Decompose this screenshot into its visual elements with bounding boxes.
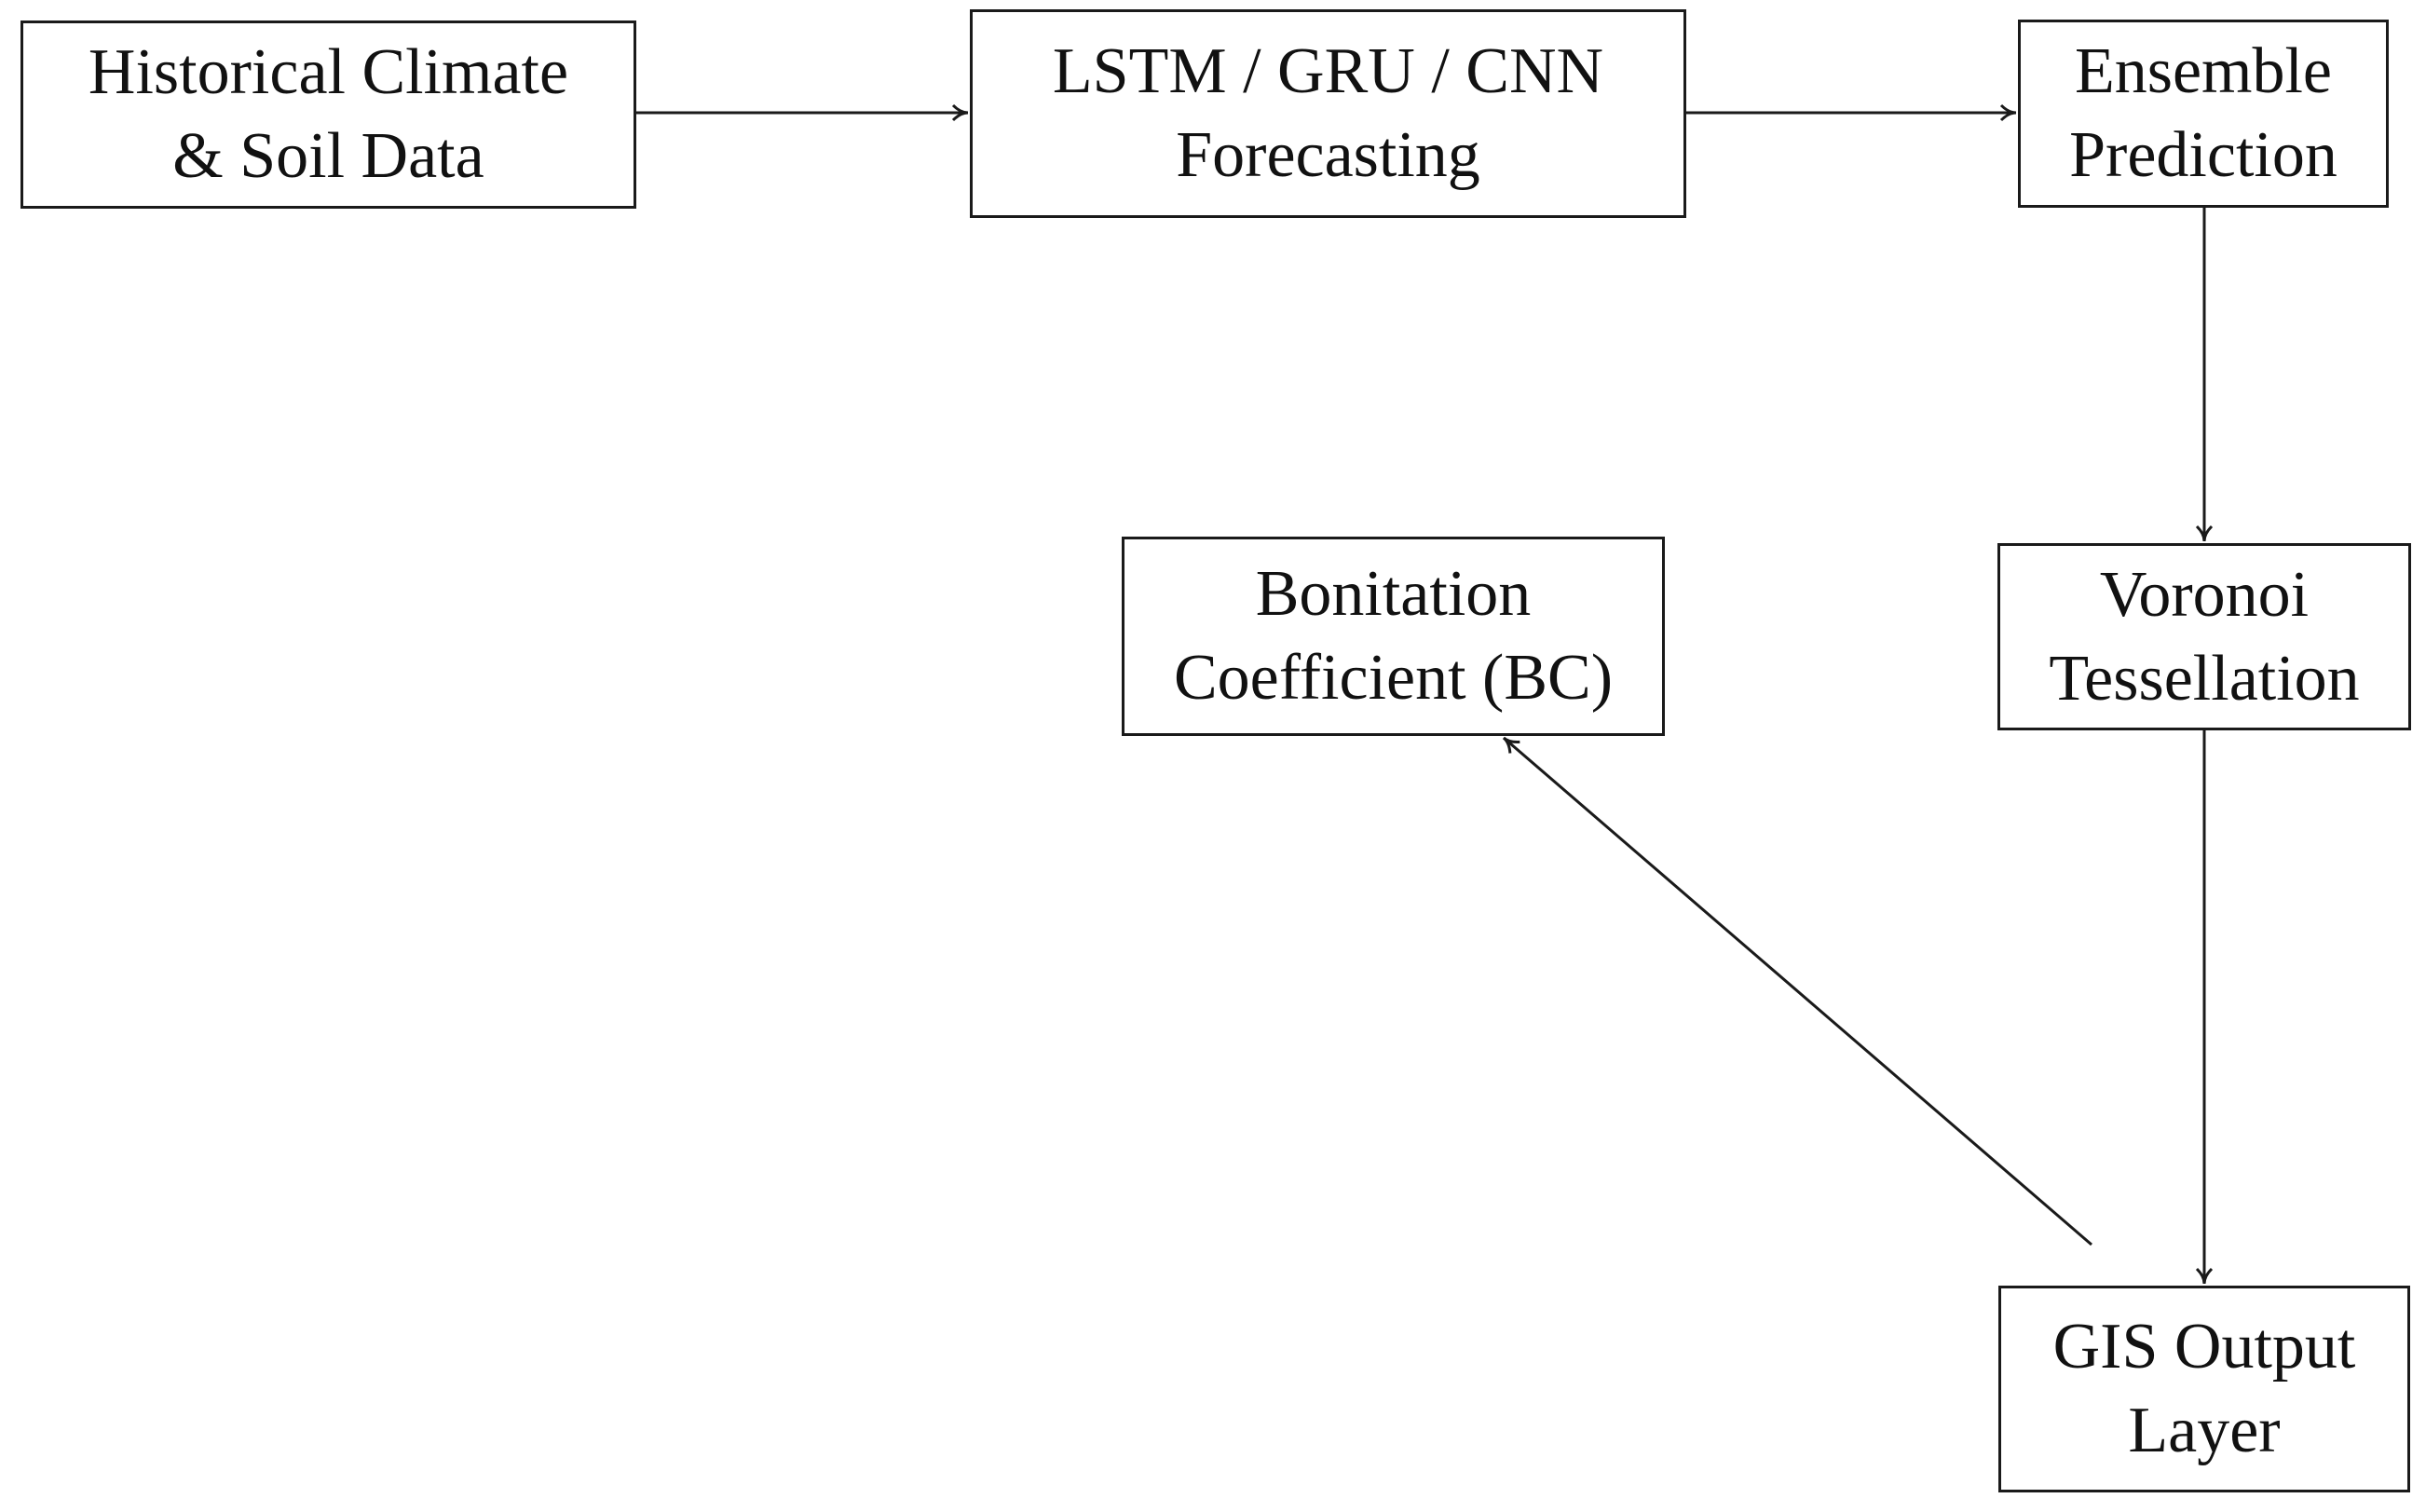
node-ensemble-line2: Prediction	[2069, 119, 2337, 191]
node-ensemble-prediction: Ensemble Prediction	[2018, 20, 2389, 208]
node-gis-output-layer: GIS Output Layer	[1998, 1286, 2410, 1492]
node-voronoi-line1: Voronoi	[2099, 558, 2310, 631]
node-bonitation-line1: Bonitation	[1255, 558, 1532, 630]
arrow-gis-to-bonitation	[1502, 736, 2092, 1246]
node-ensemble-line1: Ensemble	[2074, 35, 2333, 107]
node-forecasting-line2: Forecasting	[1176, 119, 1480, 191]
node-forecasting-line1: LSTM / GRU / CNN	[1052, 35, 1604, 107]
node-bonitation-coefficient: Bonitation Coefficient (BC)	[1122, 537, 1665, 736]
node-gis-line2: Layer	[2128, 1395, 2281, 1466]
node-bonitation-line2: Coefficient (BC)	[1173, 642, 1614, 714]
node-historical-line1: Historical Climate	[88, 36, 569, 108]
node-historical-climate-soil-data: Historical Climate & Soil Data	[20, 20, 636, 209]
node-gis-line1: GIS Output	[2052, 1311, 2356, 1383]
node-voronoi-tessellation: Voronoi Tessellation	[1997, 543, 2411, 730]
node-forecasting: LSTM / GRU / CNN Forecasting	[970, 9, 1686, 218]
node-historical-line2: & Soil Data	[172, 120, 484, 192]
node-voronoi-line2: Tessellation	[2049, 642, 2360, 715]
